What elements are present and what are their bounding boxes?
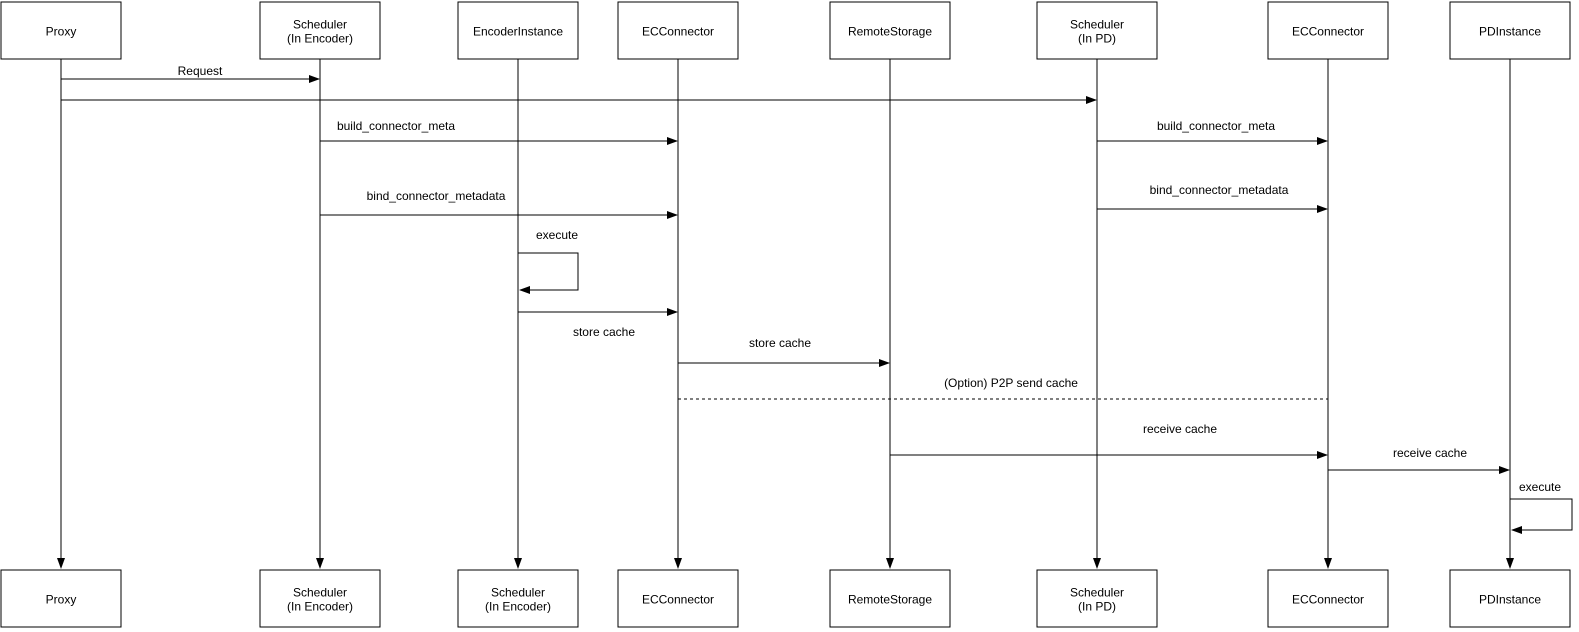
lifeline-end-arrow-encoder-instance bbox=[514, 558, 522, 569]
self-message-label-1: execute bbox=[1519, 480, 1561, 494]
message-label-6-store-cache: store cache bbox=[573, 325, 635, 339]
actor-bottom-box-remote-storage bbox=[829, 569, 951, 628]
actor-top-box-ec-connector-1 bbox=[617, 1, 739, 60]
actor-bottom-box-scheduler-encoder bbox=[259, 569, 381, 628]
lifeline-end-arrow-remote-storage bbox=[886, 558, 894, 569]
actor-bottom-label-pd-instance: PDInstance bbox=[1479, 593, 1541, 607]
lifeline-end-arrow-proxy bbox=[57, 558, 65, 569]
actor-top-box-encoder-instance bbox=[457, 1, 579, 60]
actor-bottom-box-scheduler-pd bbox=[1036, 569, 1158, 628]
actor-bottom-box-ec-connector-1 bbox=[617, 569, 739, 628]
message-label-9-receive-cache: receive cache bbox=[1143, 422, 1217, 436]
actor-top-box-remote-storage bbox=[829, 1, 951, 60]
actor-top-label-proxy: Proxy bbox=[46, 25, 77, 39]
self-message-arrowhead-0 bbox=[519, 286, 530, 294]
message-arrowhead-9-receive-cache bbox=[1317, 451, 1328, 459]
actor-top-label-scheduler-encoder: Scheduler(In Encoder) bbox=[287, 18, 353, 46]
actor-top-box-pd-instance bbox=[1449, 1, 1571, 60]
actor-bottom-box-pd-instance bbox=[1449, 569, 1571, 628]
actor-bottom-label-ec-connector-2: ECConnector bbox=[1292, 593, 1364, 607]
message-label-3-build-connector-meta: build_connector_meta bbox=[1157, 119, 1275, 133]
self-message-arrowhead-1 bbox=[1511, 526, 1522, 534]
message-label-8-option-p2p-send-cache: (Option) P2P send cache bbox=[944, 376, 1078, 390]
actor-top-label-ec-connector-2: ECConnector bbox=[1292, 25, 1364, 39]
actor-top-label-pd-instance: PDInstance bbox=[1479, 25, 1541, 39]
actor-bottom-label-proxy: Proxy bbox=[46, 593, 77, 607]
actor-top-box-scheduler-pd bbox=[1036, 1, 1158, 60]
actor-bottom-label-encoder-instance: Scheduler(In Encoder) bbox=[485, 586, 551, 614]
actor-bottom-label-ec-connector-1: ECConnector bbox=[642, 593, 714, 607]
message-arrowhead-10-receive-cache bbox=[1499, 466, 1510, 474]
lifeline-end-arrow-scheduler-pd bbox=[1093, 558, 1101, 569]
message-arrowhead-6-store-cache bbox=[667, 308, 678, 316]
message-label-7-store-cache: store cache bbox=[749, 336, 811, 350]
message-label-2-build-connector-meta: build_connector_meta bbox=[337, 119, 455, 133]
message-arrowhead-1-unlabeled bbox=[1086, 96, 1097, 104]
lifeline-end-arrow-scheduler-encoder bbox=[316, 558, 324, 569]
lifeline-end-arrow-ec-connector-2 bbox=[1324, 558, 1332, 569]
actor-top-box-scheduler-encoder bbox=[259, 1, 381, 60]
actor-bottom-box-proxy bbox=[0, 569, 122, 628]
message-arrowhead-0-request bbox=[309, 75, 320, 83]
actor-bottom-label-scheduler-encoder: Scheduler(In Encoder) bbox=[287, 586, 353, 614]
actor-bottom-label-remote-storage: RemoteStorage bbox=[848, 593, 932, 607]
self-message-label-0: execute bbox=[536, 228, 578, 242]
message-arrowhead-5-bind-connector-metadata bbox=[1317, 205, 1328, 213]
message-label-0-request: Request bbox=[178, 64, 223, 78]
self-message-loop-0 bbox=[518, 252, 579, 291]
actor-top-label-scheduler-pd: Scheduler(In PD) bbox=[1070, 18, 1124, 46]
message-label-10-receive-cache: receive cache bbox=[1393, 446, 1467, 460]
message-arrowhead-7-store-cache bbox=[879, 359, 890, 367]
actor-bottom-label-scheduler-pd: Scheduler(In PD) bbox=[1070, 586, 1124, 614]
message-label-4-bind-connector-metadata: bind_connector_metadata bbox=[367, 189, 506, 203]
actor-top-box-proxy bbox=[0, 1, 122, 60]
actor-bottom-box-ec-connector-2 bbox=[1267, 569, 1389, 628]
actor-bottom-box-encoder-instance bbox=[457, 569, 579, 628]
lifeline-end-arrow-ec-connector-1 bbox=[674, 558, 682, 569]
actor-top-box-ec-connector-2 bbox=[1267, 1, 1389, 60]
message-arrowhead-3-build-connector-meta bbox=[1317, 137, 1328, 145]
message-arrowhead-2-build-connector-meta bbox=[667, 137, 678, 145]
actor-top-label-ec-connector-1: ECConnector bbox=[642, 25, 714, 39]
message-arrowhead-4-bind-connector-metadata bbox=[667, 211, 678, 219]
lifeline-end-arrow-pd-instance bbox=[1506, 558, 1514, 569]
message-label-5-bind-connector-metadata: bind_connector_metadata bbox=[1150, 183, 1289, 197]
actor-top-label-encoder-instance: EncoderInstance bbox=[473, 25, 563, 39]
actor-top-label-remote-storage: RemoteStorage bbox=[848, 25, 932, 39]
self-message-loop-1 bbox=[1510, 498, 1573, 531]
